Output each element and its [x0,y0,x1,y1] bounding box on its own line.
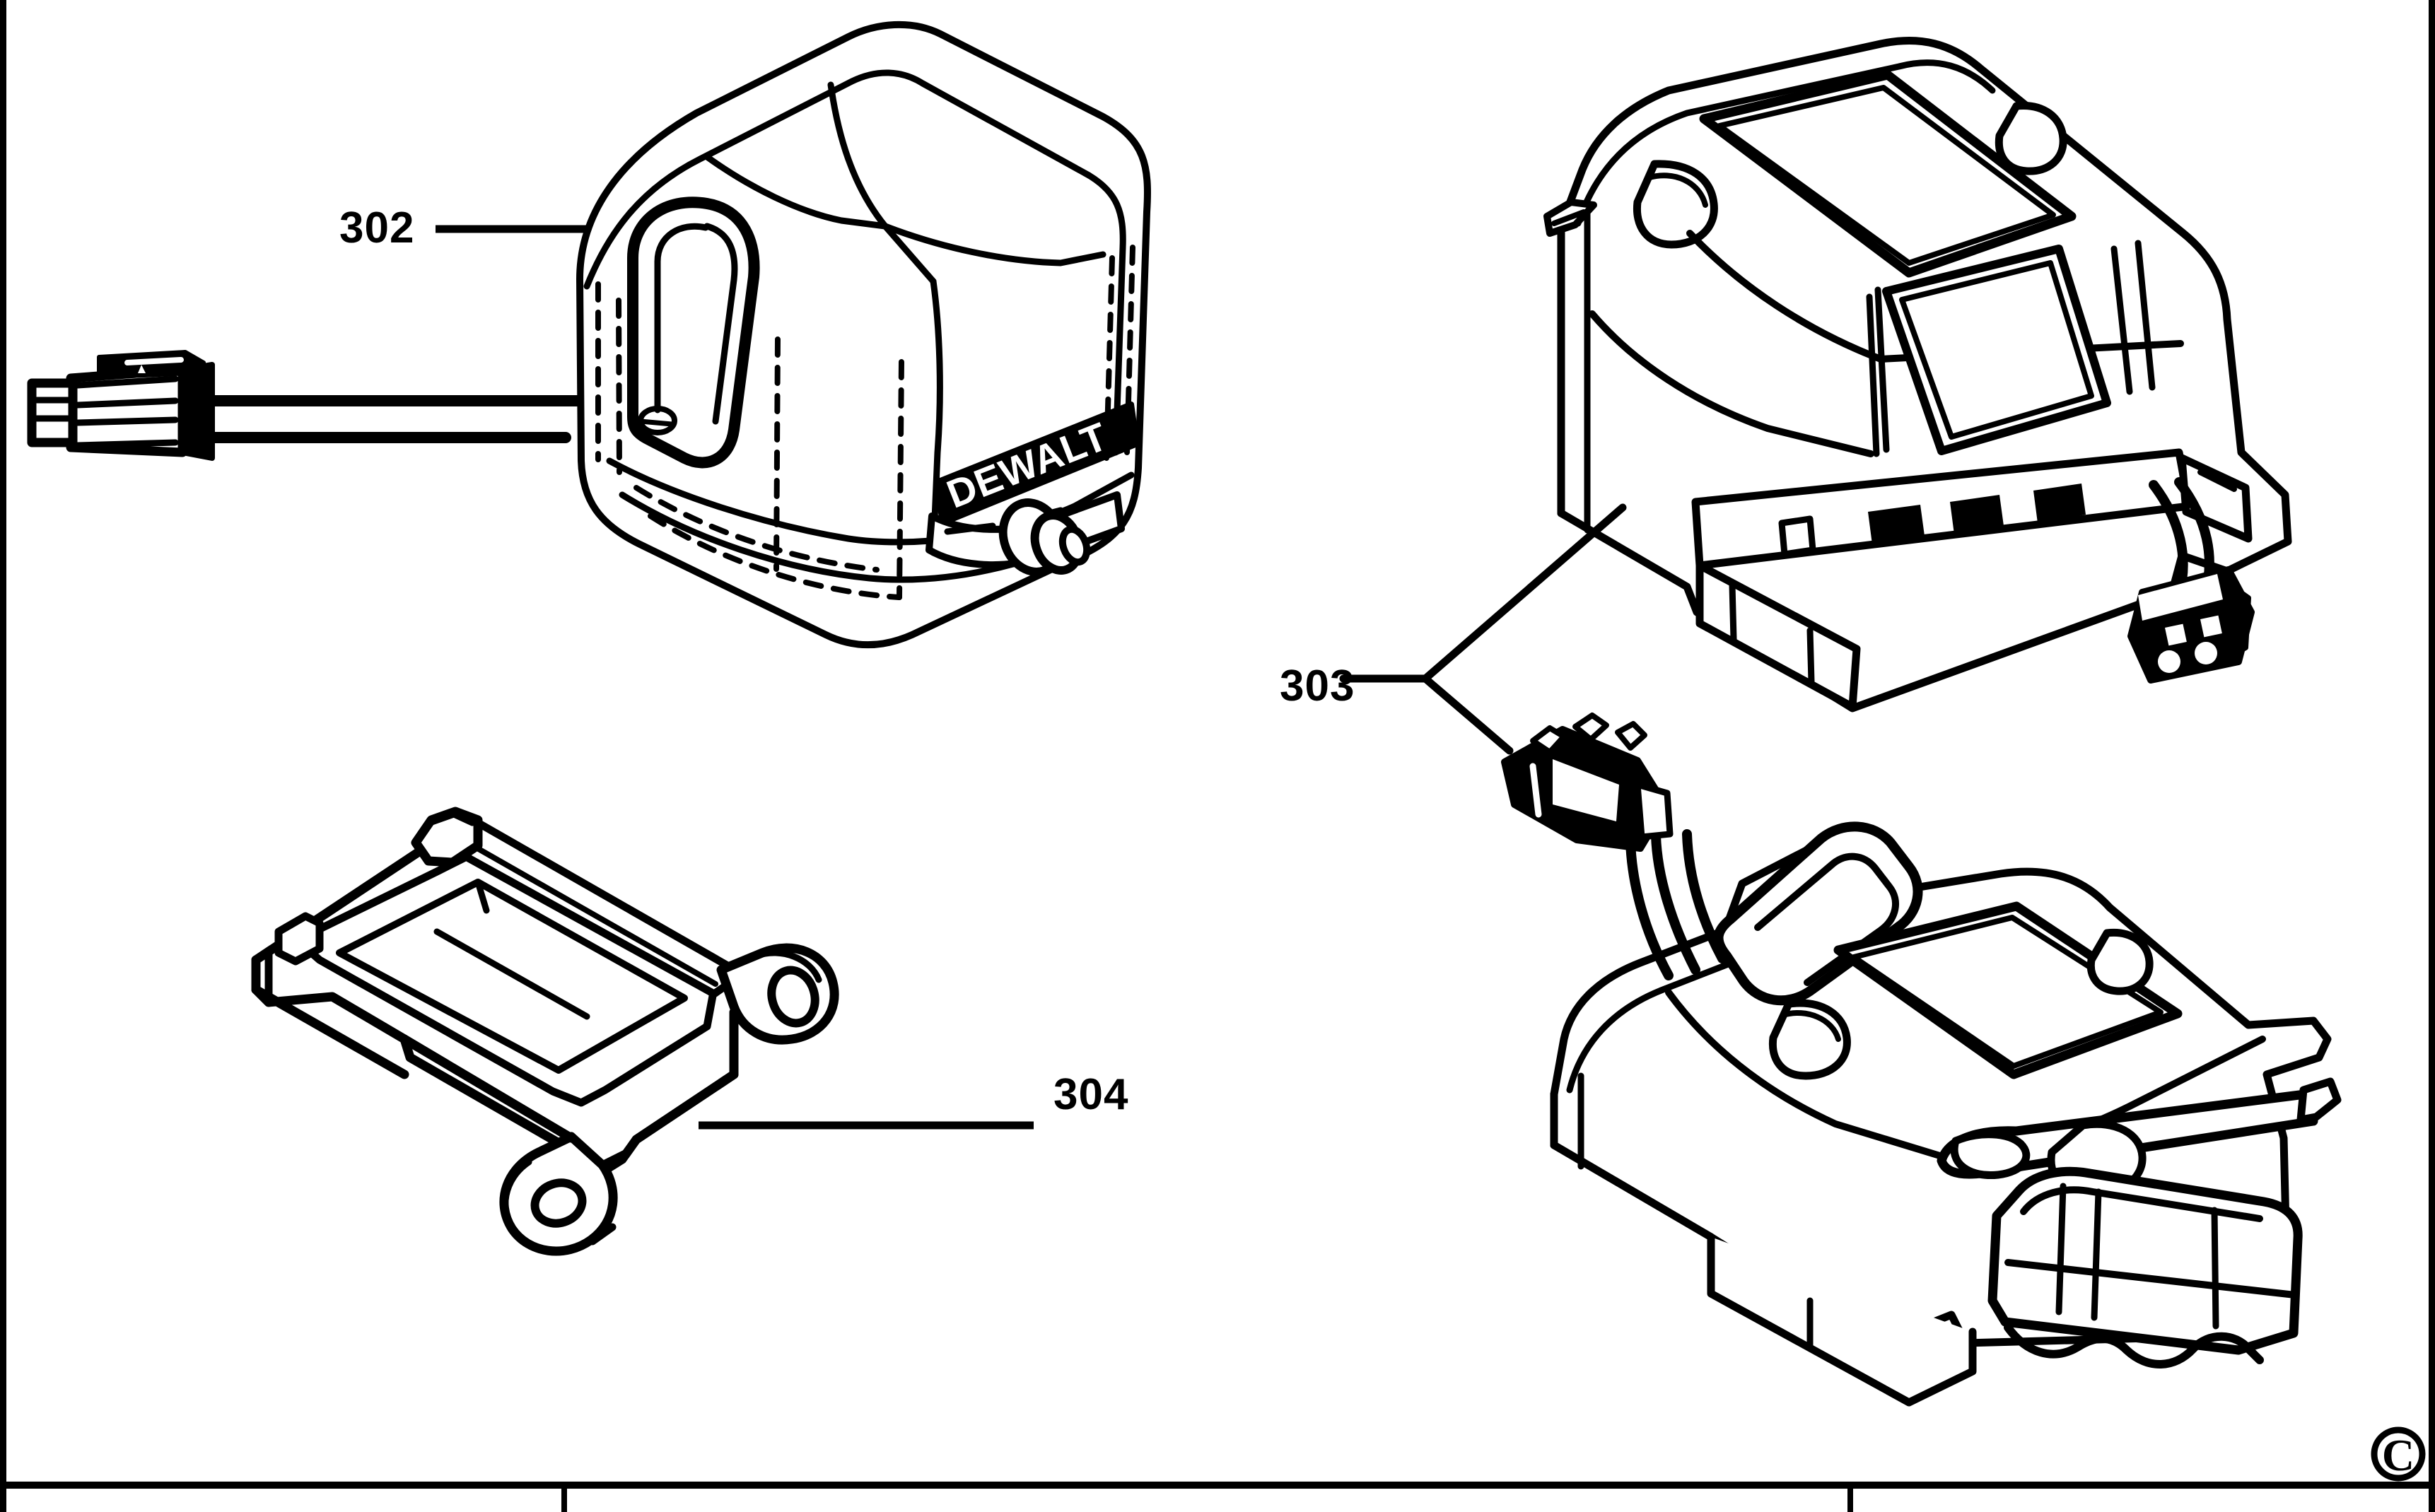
part-303-lower-group [1501,713,2342,1407]
pivot-lug-rear-304 [411,807,483,867]
frame-left-rule [0,0,6,1512]
thumbscrew-assembly-302 [925,491,1125,576]
frame-right-rule [2429,0,2435,1512]
pin-connector-303-upper [2127,566,2255,684]
part-304-group [251,807,839,1256]
inline-connector-303-lower [1501,713,1674,852]
pivot-lug-front-304 [499,1132,629,1256]
callout-label-304: 304 [1053,1070,1129,1119]
frame-bottom-tick-2 [1847,1487,1853,1512]
terminal-block-303-lower [1987,1166,2303,1369]
frame-bottom-tick-1 [561,1487,567,1512]
hidden-edges-302 [595,245,1135,600]
housing-302: DEWALT [576,20,1151,649]
pivot-lug-right-304 [716,943,839,1045]
svg-text:C: C [2382,1430,2414,1480]
part-302-group: DEWALT [27,20,1151,649]
leader-line-303 [1339,503,1627,755]
frame-bottom-rule [0,1482,2435,1489]
handle-slot-302 [627,197,760,469]
copyright-icon: C [2371,1426,2426,1482]
terminal-slots-303-upper [1868,484,2086,544]
callout-label-303: 303 [1280,662,1355,710]
connector-plug-302 [27,350,215,461]
battery-lead-wires-302 [206,395,585,443]
wire-harness-303-lower [1625,829,1727,980]
part-303-upper-group [1543,37,2292,713]
callout-label-302: 302 [339,204,415,252]
